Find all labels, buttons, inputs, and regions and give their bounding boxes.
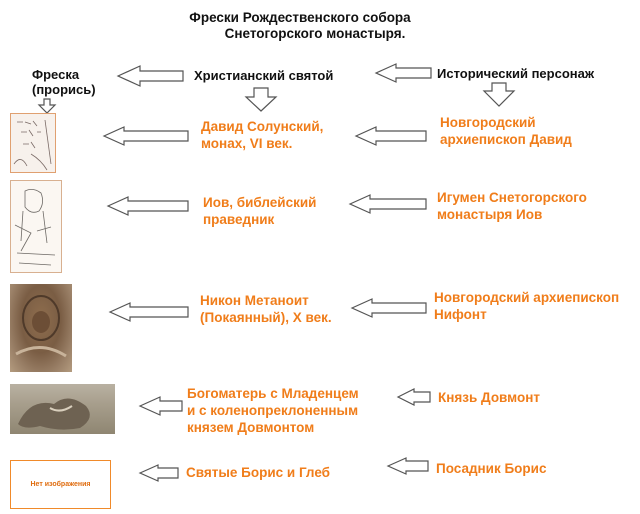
- arrow-down-icon: [246, 88, 276, 111]
- person-line: Нифонт: [434, 306, 619, 323]
- saint-line: Давид Солунский,: [201, 118, 323, 135]
- person-label-row-2: Игумен Снетогорского монастыря Иов: [437, 189, 587, 223]
- person-line: Князь Довмонт: [438, 389, 540, 406]
- no-image-placeholder: Нет изображения: [10, 460, 111, 509]
- arrow-left-icon: [110, 303, 188, 321]
- fresco-thumbnail-nikon: [10, 284, 72, 372]
- arrow-down-icon: [484, 83, 514, 106]
- saint-line: Богоматерь с Младенцем: [187, 385, 359, 402]
- saint-line: и с коленопреклоненным: [187, 402, 359, 419]
- arrow-left-icon: [388, 458, 428, 474]
- arrow-left-icon: [376, 64, 431, 82]
- saint-label-row-1: Давид Солунский, монах, VI век.: [201, 118, 323, 152]
- person-line: Игумен Снетогорского: [437, 189, 587, 206]
- person-line: Посадник Борис: [436, 460, 547, 477]
- arrow-down-icon: [39, 99, 55, 113]
- person-line: Новгородский: [440, 114, 572, 131]
- saint-line: князем Довмонтом: [187, 419, 359, 436]
- saint-line: (Покаянный), X век.: [200, 309, 332, 326]
- arrow-left-icon: [118, 66, 183, 86]
- saint-line: Иов, библейский: [203, 194, 316, 211]
- saint-label-row-4: Богоматерь с Младенцем и с коленопреклон…: [187, 385, 359, 436]
- person-line: архиепископ Давид: [440, 131, 572, 148]
- saint-label-row-2: Иов, библейский праведник: [203, 194, 316, 228]
- arrow-left-icon: [104, 127, 188, 145]
- fresco-thumbnail-david: [10, 113, 56, 173]
- arrow-left-icon: [356, 127, 426, 145]
- person-label-row-3: Новгородский архиепископ Нифонт: [434, 289, 619, 323]
- arrow-left-icon: [350, 195, 426, 213]
- person-label-row-4: Князь Довмонт: [438, 389, 540, 406]
- saint-line: Святые Борис и Глеб: [186, 464, 330, 481]
- person-line: монастыря Иов: [437, 206, 587, 223]
- arrow-left-icon: [140, 397, 182, 415]
- person-label-row-1: Новгородский архиепископ Давид: [440, 114, 572, 148]
- person-label-row-5: Посадник Борис: [436, 460, 547, 477]
- fresco-thumbnail-dovmont: [10, 384, 115, 434]
- arrow-left-icon: [352, 299, 426, 317]
- saint-line: Никон Метаноит: [200, 292, 332, 309]
- arrow-left-icon: [398, 389, 430, 405]
- saint-line: праведник: [203, 211, 316, 228]
- arrow-left-icon: [140, 465, 178, 481]
- saint-line: монах, VI век.: [201, 135, 323, 152]
- person-line: Новгородский архиепископ: [434, 289, 619, 306]
- arrow-left-icon: [108, 197, 188, 215]
- saint-label-row-3: Никон Метаноит (Покаянный), X век.: [200, 292, 332, 326]
- fresco-thumbnail-job: [10, 180, 62, 273]
- saint-label-row-5: Святые Борис и Глеб: [186, 464, 330, 481]
